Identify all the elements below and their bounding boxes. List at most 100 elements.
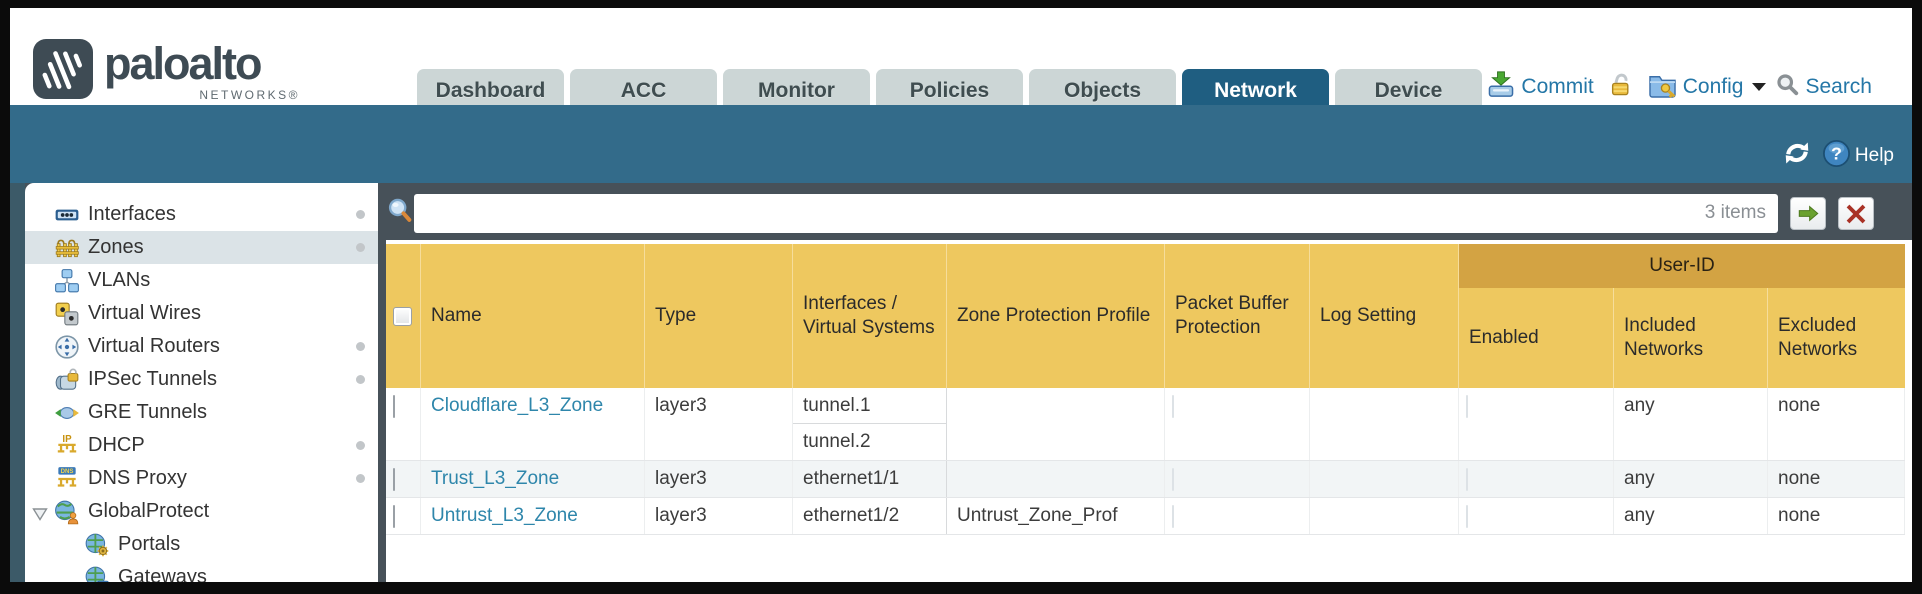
zone-protection-profile [947,388,1165,460]
sidebar-item-globalprotect[interactable]: GlobalProtect [25,495,378,528]
config-icon [1647,69,1678,106]
log-setting [1310,388,1459,460]
user-id-enabled-checkbox [1466,505,1468,528]
sidebar-item-label: Virtual Wires [88,302,201,324]
sidebar-item-label: Zones [88,236,144,258]
sidebar-item-label: VLANs [88,269,151,291]
sidebar-item-virtual-routers[interactable]: Virtual Routers [25,330,378,363]
table-header: Name Type Interfaces / Virtual Systems Z… [386,244,1905,388]
gre-tunnels-icon [53,400,81,426]
config-menu[interactable]: Config [1647,69,1767,106]
row-checkbox[interactable] [393,505,395,528]
sidebar-item-label: Gateways [118,566,207,582]
sidebar-item-dhcp[interactable]: IP DHCP [25,429,378,462]
search-icon [1775,72,1800,103]
table-row: Untrust_L3_Zone layer3 ethernet1/2 Untru… [386,498,1905,535]
packet-buffer-protection-checkbox [1172,468,1174,491]
packet-buffer-protection-checkbox [1172,395,1174,418]
column-header-name[interactable]: Name [421,244,645,388]
search-label: Search [1805,75,1872,98]
interface-entry: ethernet1/1 [803,468,900,489]
dhcp-icon: IP [53,433,81,459]
status-dot [356,375,365,384]
sidebar-item-virtual-wires[interactable]: Virtual Wires [25,297,378,330]
user-id-enabled-checkbox [1466,395,1468,418]
gateways-icon [83,565,111,582]
zone-name-link[interactable]: Cloudflare_L3_Zone [431,395,604,416]
log-setting [1310,498,1459,534]
sidebar-item-gre-tunnels[interactable]: GRE Tunnels [25,396,378,429]
sidebar-item-zones[interactable]: Zones [25,231,378,264]
zone-type: layer3 [645,461,793,497]
help-button[interactable]: ? Help [1822,139,1894,174]
sidebar-item-portals[interactable]: Portals [25,528,378,561]
table-body: Cloudflare_L3_Zone layer3 tunnel.1 tunne… [386,388,1905,535]
sidebar-content-divider [378,183,386,582]
refresh-icon[interactable] [1782,138,1812,174]
column-header-excluded-networks[interactable]: Excluded Networks [1768,288,1905,388]
help-icon: ? [1822,139,1851,174]
sidebar-item-interfaces[interactable]: Interfaces [25,198,378,231]
row-checkbox[interactable] [393,468,395,491]
sidebar-item-label: DNS Proxy [88,467,187,489]
filter-input-wrap: 3 items [414,194,1778,233]
zone-type: layer3 [645,498,793,534]
column-header-zone-protection-profile[interactable]: Zone Protection Profile [947,244,1165,388]
column-header-enabled[interactable]: Enabled [1459,288,1614,388]
user-id-column-group: User-ID Enabled Included Networks Exclud… [1459,244,1905,388]
user-id-group-header: User-ID [1459,244,1905,288]
sidebar-left-strip [10,183,25,582]
row-checkbox[interactable] [393,395,395,418]
help-label: Help [1854,145,1894,166]
clear-filter-button[interactable] [1838,197,1874,230]
status-dot [356,210,365,219]
included-networks: any [1614,461,1768,497]
virtual-routers-icon [53,334,81,360]
vlans-icon [53,268,81,294]
zone-type: layer3 [645,388,793,460]
band-tools: ? Help [1782,138,1894,174]
red-x-icon [1846,204,1866,223]
user-id-enabled-checkbox [1466,468,1468,491]
apply-filter-button[interactable] [1790,197,1826,230]
lock-icon[interactable] [1607,71,1634,104]
sidebar-item-ipsec-tunnels[interactable]: IPSec Tunnels [25,363,378,396]
included-networks: any [1614,498,1768,534]
commit-icon [1486,69,1516,105]
chevron-down-icon [1752,83,1767,91]
column-header-log-setting[interactable]: Log Setting [1310,244,1459,388]
packet-buffer-protection-checkbox [1172,505,1174,528]
expand-triangle-icon[interactable] [32,504,48,527]
included-networks: any [1614,388,1768,460]
filter-input[interactable] [414,194,1778,233]
paloalto-logo: paloalto NETWORKS® [32,34,312,104]
status-dot [356,243,365,252]
svg-text:DNS: DNS [61,468,74,474]
zone-name-link[interactable]: Trust_L3_Zone [431,468,560,489]
sidebar-item-dns-proxy[interactable]: DNS DNS Proxy [25,462,378,495]
virtual-wires-icon [53,301,81,327]
commit-button[interactable]: Commit [1486,69,1594,105]
interface-entry: tunnel.2 [803,431,871,452]
select-all-checkbox[interactable] [393,306,412,326]
table-row: Trust_L3_Zone layer3 ethernet1/1 any non… [386,461,1905,498]
column-header-included-networks[interactable]: Included Networks [1614,288,1768,388]
sidebar-item-gateways[interactable]: Gateways [25,561,378,582]
column-header-interfaces[interactable]: Interfaces / Virtual Systems [793,244,947,388]
status-dot [356,441,365,450]
column-header-type[interactable]: Type [645,244,793,388]
excluded-networks: none [1768,388,1905,460]
ipsec-tunnels-icon [53,367,81,393]
app-header: paloalto NETWORKS® Dashboard ACC Monitor… [10,8,1912,113]
sidebar-item-label: Interfaces [88,203,176,225]
zone-interfaces: ethernet1/2 [793,498,947,534]
globalprotect-icon [53,499,81,525]
sidebar-item-vlans[interactable]: VLANs [25,264,378,297]
global-search[interactable]: Search [1775,72,1872,103]
zone-name-link[interactable]: Untrust_L3_Zone [431,505,578,526]
zone-protection-profile: Untrust_Zone_Prof [947,498,1165,534]
status-dot [356,474,365,483]
sidebar-item-label: IPSec Tunnels [88,368,217,390]
column-header-packet-buffer-protection[interactable]: Packet Buffer Protection [1165,244,1310,388]
zones-icon [53,235,81,261]
